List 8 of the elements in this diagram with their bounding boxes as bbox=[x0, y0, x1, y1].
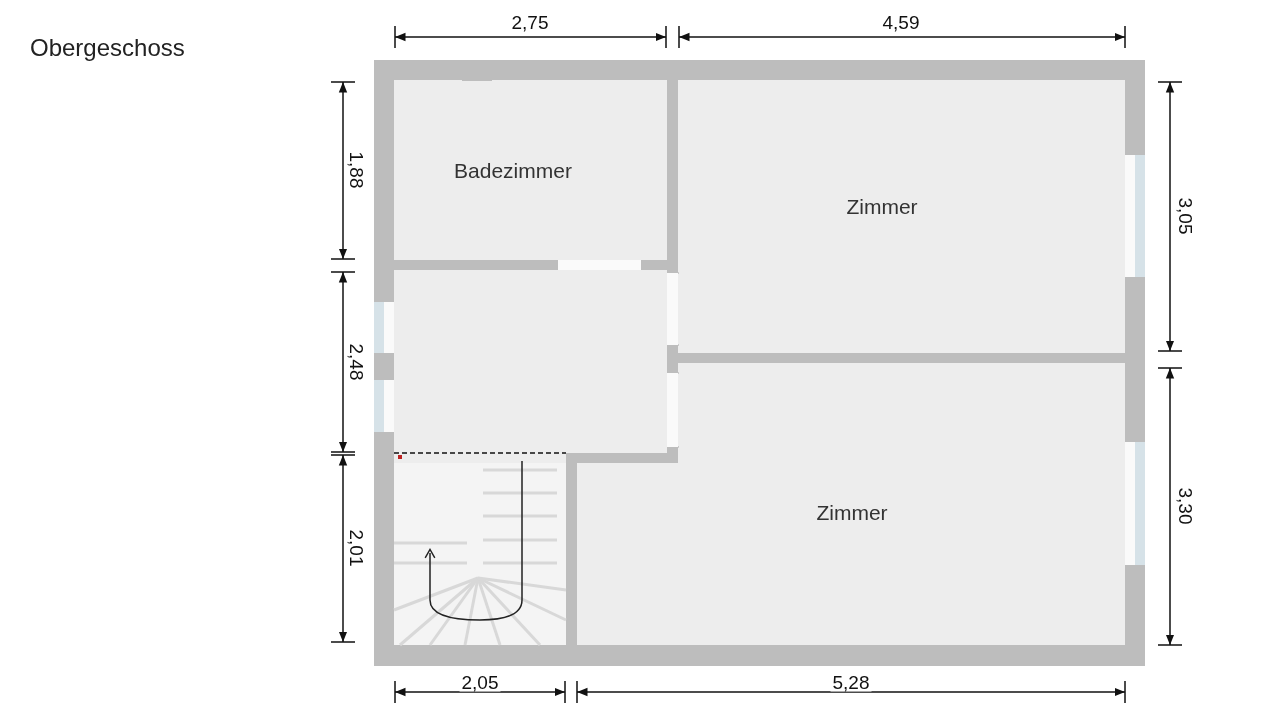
room-name: Badezimmer bbox=[454, 157, 572, 184]
dimension-label: 2,48 bbox=[346, 341, 366, 383]
dimension-label: 3,30 bbox=[1175, 485, 1195, 527]
room-name: Zimmer bbox=[816, 499, 888, 526]
dimension-label: 2,01 bbox=[346, 527, 366, 569]
dimension-label: 3,05 bbox=[1175, 195, 1195, 237]
room-name: Zimmer bbox=[846, 194, 918, 221]
floor-title: Obergeschoss bbox=[30, 33, 185, 63]
